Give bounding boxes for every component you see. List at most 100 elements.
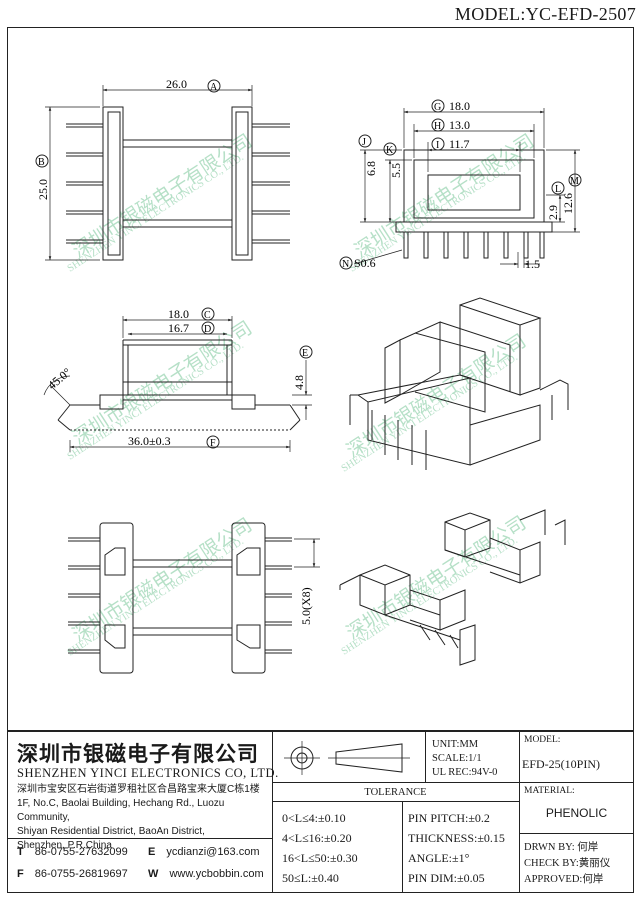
thickness: THICKNESS:±0.15 bbox=[408, 831, 505, 845]
watermark-cn-1: 深圳市银磁电子有限公司 bbox=[69, 130, 256, 262]
tel-value: 86-0755-27632099 bbox=[34, 846, 128, 858]
approved-by: APPROVED:何岸 bbox=[524, 874, 604, 885]
dim-d-value: 16.7 bbox=[168, 321, 189, 335]
tag-a: A bbox=[210, 82, 218, 93]
tag-j-circle bbox=[358, 134, 372, 148]
tag-f-circle bbox=[206, 435, 220, 449]
fax-row: F 86-0755-26819697 bbox=[17, 868, 128, 880]
ul-rec-text: UL REC:94V-0 bbox=[432, 767, 498, 778]
pin-dim: PIN DIM:±0.05 bbox=[408, 871, 485, 885]
watermark: 深圳市银磁电子有限公司 SHENZHEN YINCI ELECTRONICS C… bbox=[66, 130, 538, 659]
view-mid-right-isometric bbox=[349, 297, 569, 470]
tolerance-2: 4<L≤16:±0.20 bbox=[282, 831, 352, 845]
pins-bottom-right bbox=[265, 537, 292, 654]
email-value: ycdianzi@163.com bbox=[166, 846, 260, 858]
dim-k-value: 5.5 bbox=[389, 163, 403, 178]
address-en-1: 1F, No.C, Baolai Building, Hechang Rd., … bbox=[17, 798, 225, 823]
title-block-h-3 bbox=[272, 801, 519, 802]
tag-n-circle bbox=[339, 256, 353, 270]
tag-b-circle bbox=[35, 154, 49, 168]
unit-block: UNIT:MM SCALE:1/1 UL REC:94V-0 bbox=[432, 738, 497, 780]
angle-value: 45.0° bbox=[45, 365, 74, 392]
company-name-cn: 深圳市银磁电子有限公司 bbox=[17, 742, 259, 766]
tag-f: F bbox=[210, 438, 216, 449]
dim-m-value: 12.6 bbox=[561, 193, 575, 214]
projection-symbol-icon bbox=[284, 741, 410, 775]
pins-right bbox=[252, 123, 290, 244]
title-block-divider-4 bbox=[402, 801, 403, 893]
material-label: MATERIAL: bbox=[524, 786, 575, 796]
dim-n-value: S0.6 bbox=[354, 256, 376, 270]
email-row: E ycdianzi@163.com bbox=[148, 846, 260, 858]
address-cn: 深圳市宝安区石岩街道罗租社区合昌路宝来大厦C栋1楼 bbox=[17, 784, 260, 795]
dim-j-value: 6.8 bbox=[364, 161, 378, 176]
model-value: EFD-25(10PIN) bbox=[522, 757, 600, 771]
view-top-left bbox=[45, 85, 290, 261]
dim-a-value: 26.0 bbox=[166, 77, 187, 91]
web-label: W bbox=[148, 868, 159, 880]
title-block-h-2 bbox=[519, 782, 634, 783]
title-block-h-4 bbox=[519, 833, 634, 834]
angle-tolerance: ANGLE:±1° bbox=[408, 851, 470, 865]
approval-block: DRWN BY: 何岸 CHECK BY:黄丽仪 APPROVED:何岸 bbox=[524, 840, 610, 888]
dim-c-value: 18.0 bbox=[168, 307, 189, 321]
watermark-cn-4: 深圳市银磁电子有限公司 bbox=[343, 330, 530, 462]
tag-e: E bbox=[302, 348, 308, 359]
view-bottom-left bbox=[68, 522, 320, 674]
tolerance-3: 16<L≤50:±0.30 bbox=[282, 851, 358, 865]
tolerance-4: 50≤L:±0.40 bbox=[282, 871, 339, 885]
check-by: CHECK BY:黄丽仪 bbox=[524, 858, 611, 869]
scale-text: SCALE:1/1 bbox=[432, 753, 482, 764]
view-top-right bbox=[353, 108, 580, 268]
dim-g-value: 18.0 bbox=[449, 99, 470, 113]
tel-label: T bbox=[17, 846, 24, 858]
dim-l-value: 2.9 bbox=[546, 205, 560, 220]
title-block-divider-3 bbox=[519, 730, 520, 893]
tel-row: T 86-0755-27632099 bbox=[17, 846, 128, 858]
tag-i-circle bbox=[431, 137, 445, 151]
unit-text: UNIT:MM bbox=[432, 739, 479, 750]
watermark-cn-3: 深圳市银磁电子有限公司 bbox=[69, 317, 256, 449]
email-label: E bbox=[148, 846, 156, 858]
tolerance-1: 0<L≤4:±0.10 bbox=[282, 811, 346, 825]
watermark-cn-6: 深圳市银磁电子有限公司 bbox=[343, 512, 530, 644]
tag-i: I bbox=[436, 140, 439, 151]
tag-h-circle bbox=[431, 118, 445, 132]
dim-e-value: 4.8 bbox=[292, 375, 306, 390]
technical-drawing: 深圳市银磁电子有限公司 SHENZHEN YINCI ELECTRONICS C… bbox=[35, 77, 582, 674]
tag-l: L bbox=[555, 184, 561, 195]
tag-g-circle bbox=[431, 99, 445, 113]
company-name-en: SHENZHEN YINCI ELECTRONICS CO, LTD. bbox=[17, 766, 279, 780]
title-block-h-1 bbox=[272, 782, 519, 783]
pin-pitch: PIN PITCH:±0.2 bbox=[408, 811, 490, 825]
dim-b-value: 25.0 bbox=[36, 179, 50, 200]
view-bottom-right-isometric bbox=[339, 509, 566, 666]
dim-i-value: 11.7 bbox=[449, 137, 470, 151]
tag-j: J bbox=[362, 137, 366, 148]
tag-a-circle bbox=[207, 79, 221, 93]
model-title: MODEL:YC-EFD-2507 bbox=[454, 4, 636, 24]
tag-k-circle bbox=[383, 142, 397, 156]
tag-k: K bbox=[386, 145, 394, 156]
view-mid-left bbox=[43, 316, 312, 452]
fax-value: 86-0755-26819697 bbox=[34, 868, 128, 880]
address-block: 深圳市宝安区石岩街道罗租社区合昌路宝来大厦C栋1楼 1F, No.C, Baol… bbox=[17, 783, 272, 853]
address-en-3: Shenzhen, P.R.China bbox=[17, 840, 112, 851]
dim-pitch-front: 1.5 bbox=[525, 257, 540, 271]
drawn-by: DRWN BY: 何岸 bbox=[524, 842, 599, 853]
tag-m-circle bbox=[568, 173, 582, 187]
title-block-divider-2 bbox=[425, 730, 426, 782]
title-block-h-5 bbox=[7, 838, 272, 839]
tag-c-circle bbox=[201, 307, 215, 321]
pins-front bbox=[403, 231, 545, 259]
web-row: W www.ycbobbin.com bbox=[148, 868, 264, 880]
web-value: www.ycbobbin.com bbox=[169, 868, 264, 880]
tag-l-circle bbox=[551, 181, 565, 195]
tag-n: N bbox=[342, 259, 349, 270]
tolerance-title: TOLERANCE bbox=[364, 787, 427, 798]
title-block-divider-1 bbox=[272, 730, 273, 893]
watermark-en-1: SHENZHEN YINCI ELECTRONICS CO., LTD. bbox=[66, 152, 246, 274]
title-block-top-border bbox=[7, 730, 634, 732]
watermark-cn-5: 深圳市银磁电子有限公司 bbox=[69, 514, 256, 646]
tag-d: D bbox=[204, 324, 211, 335]
